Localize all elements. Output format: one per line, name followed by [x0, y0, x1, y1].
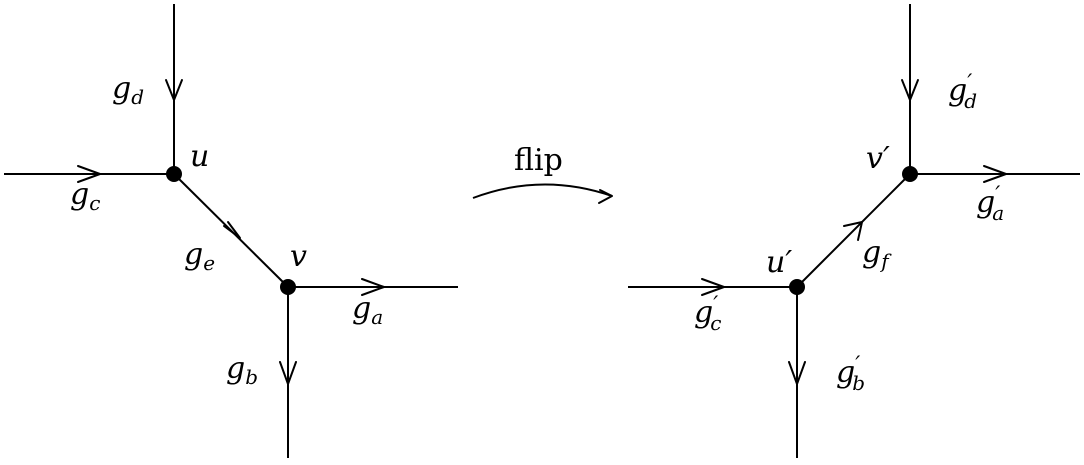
left-label-gb: gb [226, 351, 258, 389]
right-edge-gf-arrow [843, 221, 863, 241]
flip-label: flip [514, 143, 563, 178]
right-configuration: v′ u′ g′d g′a gf g′c g′b [628, 4, 1080, 458]
right-label-gd: g′d [948, 71, 977, 113]
right-vertex-u [789, 279, 805, 295]
left-label-gd: gd [112, 71, 144, 109]
left-edge-gb-arrow [279, 361, 297, 385]
flip-arrow-head [598, 189, 613, 204]
left-edge-ga-arrow [361, 278, 385, 296]
left-edge-gc-arrow [77, 165, 101, 183]
right-edge-gb-arrow [788, 361, 806, 385]
right-label-u: u′ [766, 245, 792, 280]
left-label-ga: ga [352, 291, 383, 329]
left-configuration: u v gd gc ge ga gb [4, 4, 458, 458]
flip-operation: flip [472, 143, 613, 204]
left-edge-ge-arrow [223, 221, 241, 239]
right-label-gf: gf [862, 235, 892, 273]
left-label-v: v [290, 239, 307, 274]
left-vertex-v [280, 279, 296, 295]
left-label-u: u [190, 139, 209, 174]
right-edge-ga-arrow [983, 165, 1007, 183]
right-vertex-v [902, 166, 918, 182]
right-edge-gc-arrow [701, 278, 725, 296]
right-edge-gd-arrow [901, 79, 919, 101]
left-label-gc: gc [70, 177, 100, 215]
right-label-v: v′ [866, 141, 890, 176]
flip-arrow [472, 183, 613, 199]
left-label-ge: ge [184, 237, 215, 275]
left-edge-gd-arrow [165, 79, 183, 101]
right-edge-gf [796, 173, 911, 288]
left-vertex-u [166, 166, 182, 182]
right-label-ga: g′a [976, 183, 1004, 225]
right-label-gb: g′b [836, 353, 865, 395]
right-label-gc: g′c [694, 293, 721, 335]
